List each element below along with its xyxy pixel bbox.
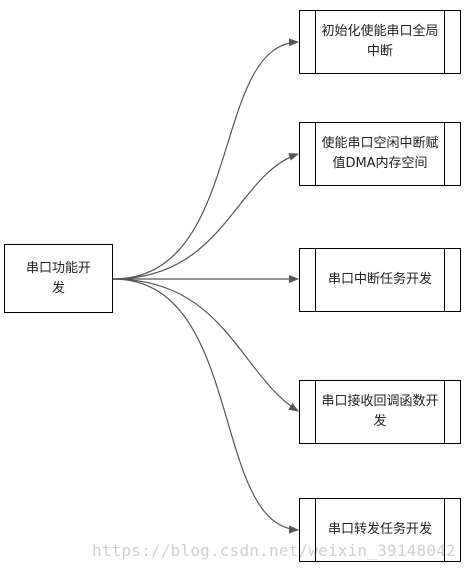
process-node-label: 初始化使能串口全局中断 <box>321 24 439 59</box>
root-node[interactable]: 串口功能开发 <box>4 244 113 313</box>
process-node-label: 使能串口空闲中断赋值DMA内存空间 <box>321 136 439 171</box>
process-node-idle-interrupt-dma[interactable]: 使能串口空闲中断赋值DMA内存空间 <box>299 122 461 186</box>
root-node-label: 串口功能开发 <box>25 260 91 296</box>
process-node-label: 串口转发任务开发 <box>327 522 432 537</box>
process-node-label: 串口中断任务开发 <box>327 272 432 287</box>
connector-to-process-4 <box>112 278 299 412</box>
connector-to-process-1 <box>112 38 299 280</box>
process-node-forward-task[interactable]: 串口转发任务开发 <box>299 498 461 562</box>
process-node-init-global-interrupt[interactable]: 初始化使能串口全局中断 <box>299 10 461 74</box>
connector-to-process-2 <box>112 153 299 280</box>
connector-to-process-5 <box>112 278 299 534</box>
process-node-receive-callback[interactable]: 串口接收回调函数开发 <box>299 380 461 444</box>
process-node-label: 串口接收回调函数开发 <box>321 394 439 429</box>
process-node-interrupt-task[interactable]: 串口中断任务开发 <box>299 248 461 312</box>
